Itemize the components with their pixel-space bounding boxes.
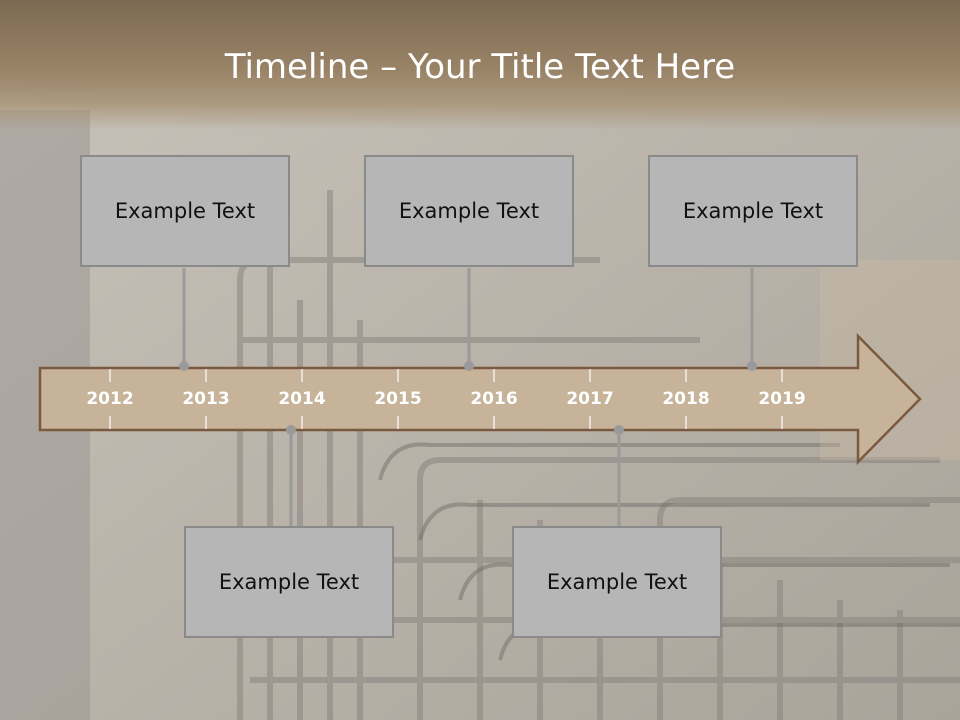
event-text: Example Text <box>398 199 540 223</box>
event-text: Example Text <box>114 199 256 223</box>
year-label: 2017 <box>566 389 613 409</box>
year-label: 2018 <box>662 389 709 409</box>
year-label: 2013 <box>182 389 229 409</box>
event-text: Example Text <box>682 199 824 223</box>
slide-title: Timeline – Your Title Text Here <box>224 47 736 87</box>
year-label: 2015 <box>374 389 421 409</box>
connector-dot-top-2 <box>464 361 474 371</box>
connector-dot-bottom-2 <box>614 425 624 435</box>
event-box-top-2: Example Text <box>364 155 574 267</box>
event-text: Example Text <box>218 570 360 594</box>
event-box-bottom-1: Example Text <box>184 526 394 638</box>
year-label: 2014 <box>278 389 325 409</box>
connector-dot-top-1 <box>179 361 189 371</box>
timeline-arrow <box>38 332 922 466</box>
year-label: 2019 <box>758 389 805 409</box>
event-text: Example Text <box>546 570 688 594</box>
connector-dot-top-3 <box>747 361 757 371</box>
title-band <box>0 0 960 130</box>
event-box-bottom-2: Example Text <box>512 526 722 638</box>
year-label: 2012 <box>86 389 133 409</box>
event-box-top-1: Example Text <box>80 155 290 267</box>
connector-dot-bottom-1 <box>286 425 296 435</box>
year-markers: 2012 2013 2014 2015 2016 2017 2018 2019 <box>86 369 806 429</box>
event-box-top-3: Example Text <box>648 155 858 267</box>
year-label: 2016 <box>470 389 517 409</box>
